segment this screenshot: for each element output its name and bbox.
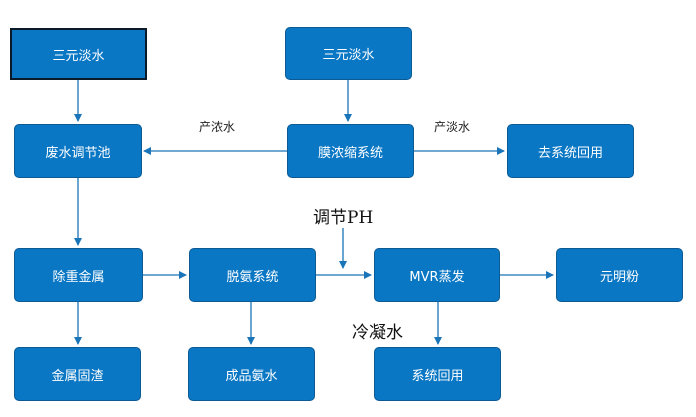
node-metal-solid-residue: 金属固渣 <box>14 347 141 401</box>
label-adjust-ph: 调节PH <box>313 208 374 228</box>
label-concentrate-output: 产浓水 <box>199 120 236 134</box>
node-to-system-reuse: 去系统回用 <box>507 124 634 178</box>
node-system-reuse: 系统回用 <box>374 347 501 401</box>
node-ammonia-stripping-system: 脱氨系统 <box>189 248 316 302</box>
node-wastewater-regulating-tank: 废水调节池 <box>14 124 142 178</box>
node-membrane-concentration-system: 膜浓缩系统 <box>287 124 414 178</box>
node-heavy-metal-removal: 除重金属 <box>14 248 143 302</box>
node-sanyuan-fresh-water-top: 三元淡水 <box>285 27 412 80</box>
node-mvr-evaporation: MVR蒸发 <box>374 248 500 302</box>
node-sanyuan-fresh-water-left: 三元淡水 <box>10 28 147 80</box>
label-fresh-water-output: 产淡水 <box>434 120 471 134</box>
node-finished-ammonia-water: 成品氨水 <box>188 347 315 401</box>
label-condensate-water: 冷凝水 <box>352 323 403 343</box>
node-sodium-sulfate: 元明粉 <box>556 248 683 302</box>
